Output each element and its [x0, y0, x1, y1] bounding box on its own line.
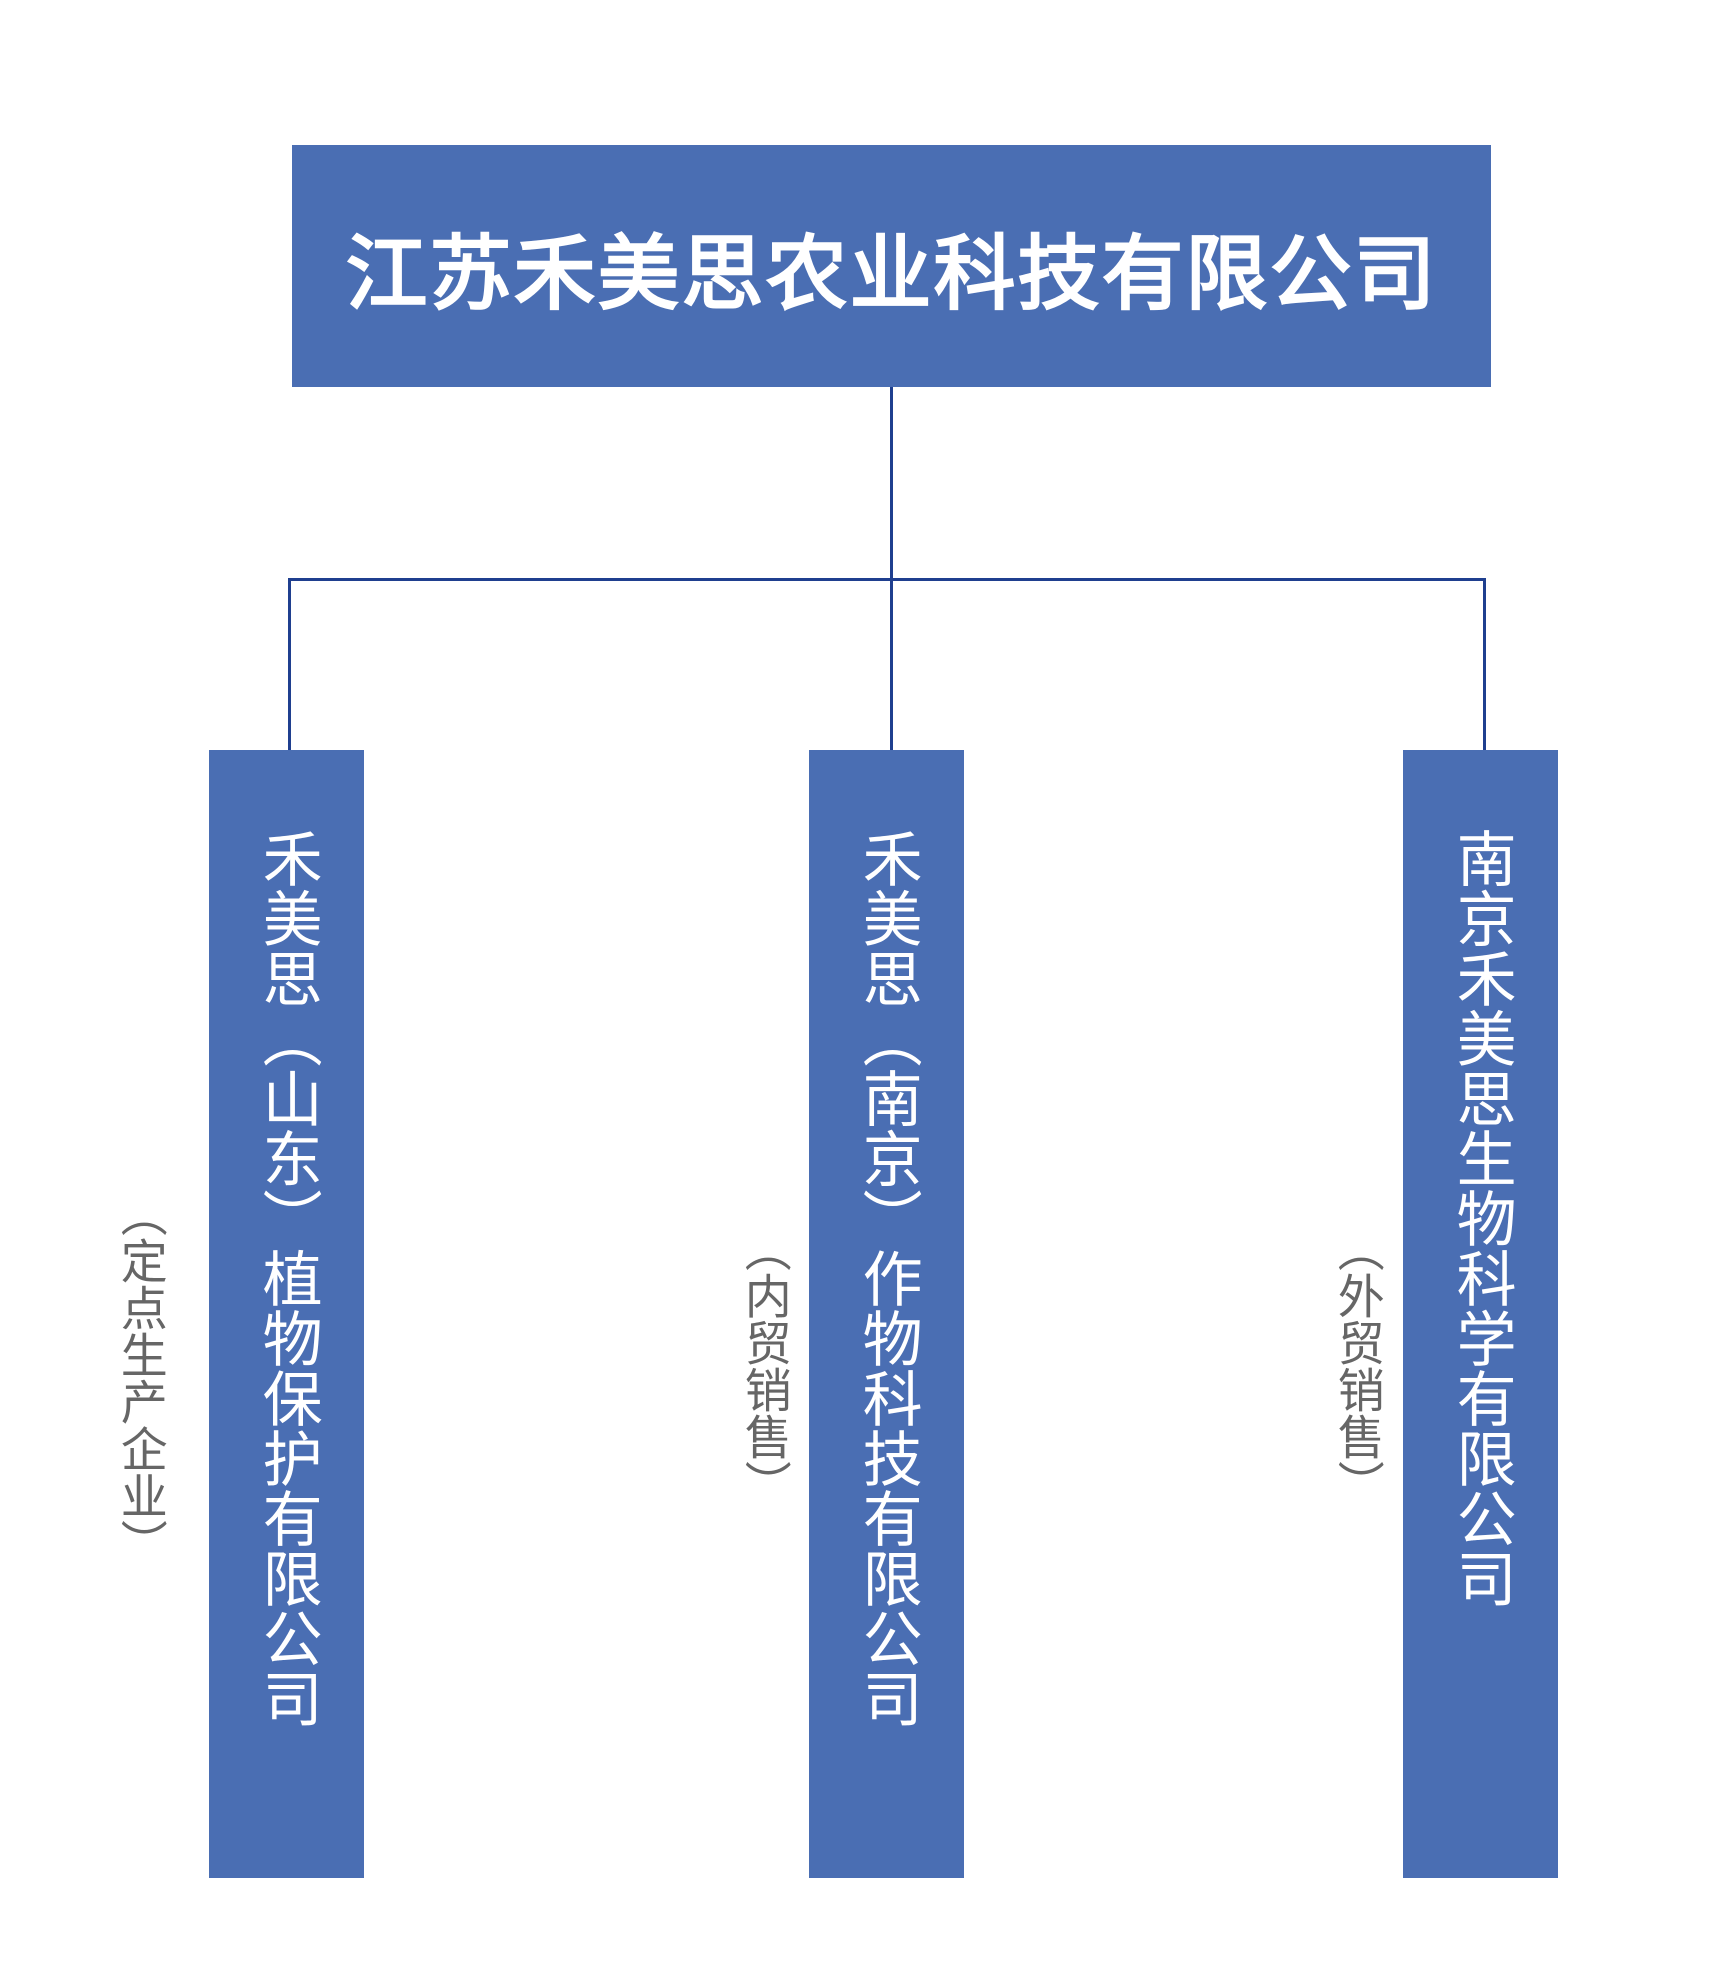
horizontal-branch-connector	[288, 578, 1486, 581]
subsidiary-note-shandong: （定点生产企业）	[111, 1190, 167, 1566]
subsidiary-note-nanjing-crop: （内贸销售）	[735, 1225, 791, 1507]
right-branch-connector	[1483, 578, 1486, 750]
parent-company-title: 江苏禾美思农业科技有限公司	[345, 226, 1438, 322]
subsidiary-box-nanjing-bio: 南京禾美思生物科学有限公司	[1403, 750, 1558, 1878]
subsidiary-box-nanjing-crop: 禾美思（南京）作物科技有限公司	[809, 750, 964, 1878]
parent-company-box: 江苏禾美思农业科技有限公司	[292, 145, 1491, 387]
left-branch-connector	[288, 578, 291, 750]
subsidiary-title-shandong: 禾美思（山东）植物保护有限公司	[252, 828, 323, 1728]
subsidiary-box-shandong: 禾美思（山东）植物保护有限公司	[209, 750, 364, 1878]
root-vertical-connector	[890, 387, 893, 750]
subsidiary-title-nanjing-bio: 南京禾美思生物科学有限公司	[1446, 828, 1517, 1608]
subsidiary-note-nanjing-bio: （外贸销售）	[1328, 1225, 1384, 1507]
subsidiary-title-nanjing-crop: 禾美思（南京）作物科技有限公司	[852, 828, 923, 1728]
